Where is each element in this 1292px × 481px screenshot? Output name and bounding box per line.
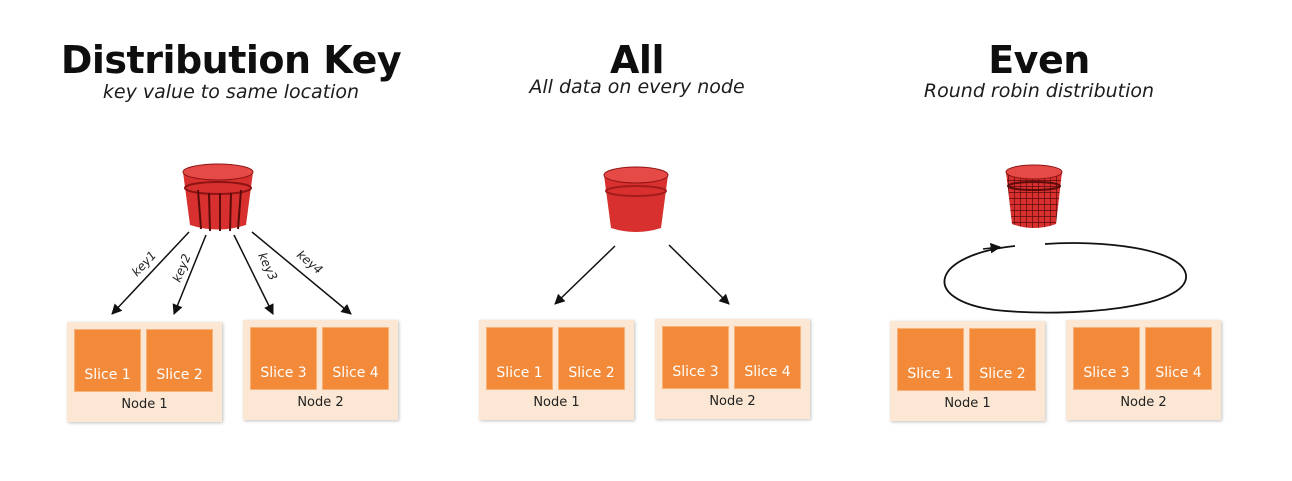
node-label: Node 1: [121, 397, 168, 412]
node-box: Slice 3 Slice 4 Node 2: [243, 320, 398, 420]
arrow-node1: [554, 245, 616, 305]
slice-box: Slice 3: [250, 327, 317, 390]
even-diagram: [943, 164, 1187, 314]
slice-box: Slice 4: [734, 326, 801, 389]
node-label: Node 2: [1120, 395, 1167, 410]
copy-arrows: [554, 244, 730, 305]
slice-box: Slice 3: [662, 326, 729, 389]
striped-bucket-icon: [182, 163, 254, 232]
panel-title: Distribution Key: [60, 38, 402, 82]
key-label: key4: [294, 248, 325, 277]
slice-box: Slice 2: [146, 329, 213, 392]
node-box: Slice 1 Slice 2 Node 1: [67, 322, 222, 422]
node-label: Node 2: [297, 395, 344, 410]
panel-title: All: [610, 38, 664, 82]
plain-bucket-icon: [603, 166, 669, 232]
node-label: Node 1: [944, 396, 991, 411]
slice-box: Slice 1: [74, 329, 141, 392]
panel-even: Even Round robin distribution Slice 1 Sl…: [810, 0, 1292, 481]
distribution-key-diagram: key1 key2 key3 key4: [111, 163, 352, 315]
arrow-key4: [251, 231, 352, 315]
all-diagram: [554, 166, 730, 305]
key-label: key2: [170, 252, 194, 284]
panel-all: All All data on every node Slice 1 Slice…: [470, 0, 810, 481]
panel-subtitle: Round robin distribution: [923, 80, 1155, 102]
arrow-key1: [111, 231, 190, 315]
node-box: Slice 3 Slice 4 Node 2: [1066, 320, 1221, 420]
slice-box: Slice 4: [322, 327, 389, 390]
slice-box: Slice 4: [1145, 327, 1212, 390]
round-robin-loop-icon: [943, 242, 1187, 314]
node-box: Slice 1 Slice 2 Node 1: [890, 321, 1045, 421]
slice-box: Slice 1: [897, 328, 964, 391]
key-label: key3: [255, 250, 280, 282]
grid-bucket-icon: [1005, 164, 1063, 228]
node-box: Slice 1 Slice 2 Node 1: [479, 320, 634, 420]
key-arrows: [111, 231, 352, 315]
panel-distribution-key: Distribution Key key value to same locat…: [0, 0, 470, 481]
node-label: Node 1: [533, 395, 580, 410]
slice-box: Slice 1: [486, 327, 553, 390]
slice-box: Slice 3: [1073, 327, 1140, 390]
slice-box: Slice 2: [558, 327, 625, 390]
node-label: Node 2: [709, 394, 756, 409]
arrow-node2: [668, 244, 730, 305]
panel-subtitle: All data on every node: [529, 76, 745, 98]
panel-title: Even: [988, 38, 1090, 82]
panel-subtitle: key value to same location: [102, 81, 360, 103]
slice-box: Slice 2: [969, 328, 1036, 391]
arrow-key3: [233, 234, 274, 315]
arrow-key2: [172, 234, 207, 315]
key-label: key1: [129, 248, 159, 279]
node-box: Slice 3 Slice 4 Node 2: [655, 319, 810, 419]
